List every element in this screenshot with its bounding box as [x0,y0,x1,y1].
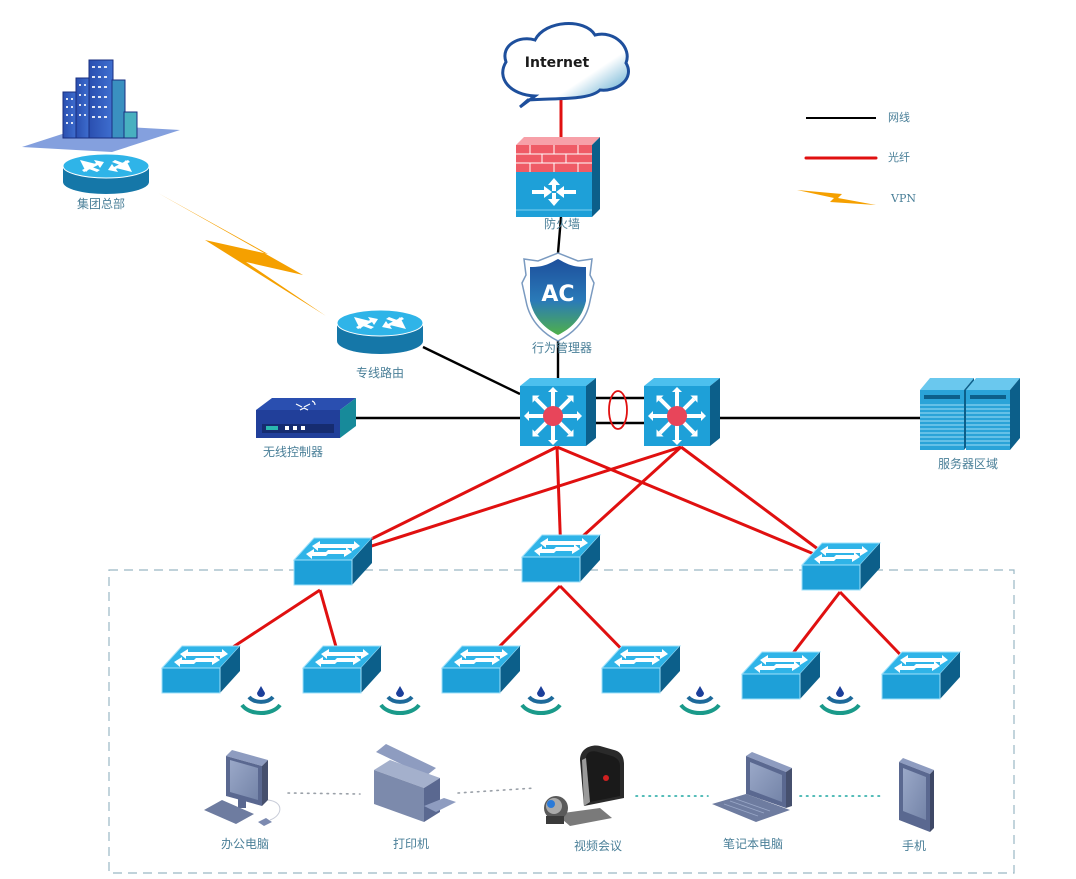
link-leased-router-core1 [422,345,521,396]
server-icon [920,378,1020,450]
desktop-computer-icon [204,750,281,826]
router-icon [336,309,424,354]
office-pc-label: 办公电脑 [221,836,269,851]
cloud-icon [501,22,630,109]
building-icon [22,59,180,152]
phone-label: 手机 [902,839,926,853]
layer3-switch-icon [520,378,596,446]
core-switch-core2[interactable] [644,378,720,446]
links-layer [158,98,921,797]
behavior-manager-node[interactable]: AC 行为管理器 [521,252,595,355]
access-area-boundary [108,569,1015,874]
vpn-link-lightning [158,193,326,316]
switch-icon [600,645,682,694]
access-point-layer [240,686,861,715]
wifi-access-point-icon [520,686,562,715]
switch-acc3[interactable] [440,645,522,694]
group-hq-node[interactable]: 集团总部 [22,59,180,211]
internet-cloud-node[interactable]: Internet [501,22,630,109]
link-core2-agg3 [680,445,839,566]
office-pc-node[interactable]: 办公电脑 [204,750,281,851]
printer-icon [374,744,456,822]
wifi-access-point-icon [819,686,861,715]
switch-acc6[interactable] [880,651,962,700]
printer-node[interactable]: 打印机 [374,744,456,851]
ac-badge: AC [541,282,574,307]
video-conference-node[interactable]: 视频会议 [544,745,624,853]
nodes-layer: Internet [22,22,1020,853]
legend-item-vpn: VPN [797,190,916,205]
leased-line-router-label: 专线路由 [356,365,404,380]
legend: 网线 光纤 VPN [797,110,916,205]
mobile-phone-icon [899,758,934,832]
firewall-node[interactable]: 防火墙 [516,137,600,231]
switch-acc5[interactable] [740,651,822,700]
server-area-node[interactable]: 服务器区域 [920,378,1020,471]
link-core1-agg3 [556,445,839,566]
switch-icon [520,534,602,583]
vpn-lightning-icon [797,190,876,205]
stack-bundle-marker [608,390,628,430]
legend-fiber-label: 光纤 [888,150,910,164]
video-conference-icon [544,745,624,826]
switch-icon [292,537,374,586]
leased-line-router-node[interactable]: 专线路由 [336,309,424,380]
legend-item-fiber: 光纤 [804,150,910,164]
switch-icon [740,651,822,700]
video-conference-label: 视频会议 [574,838,622,853]
wifi-access-point-icon [379,686,421,715]
laptop-node[interactable]: 笔记本电脑 [712,752,792,851]
internet-label: Internet [525,55,590,71]
legend-ethernet-label: 网线 [888,110,910,124]
hq-router-icon [62,153,150,194]
shield-icon [521,252,595,342]
wifi-access-point-icon [240,686,282,715]
switch-agg1[interactable] [292,537,374,586]
switch-layer [160,378,962,700]
wireless-controller-icon [256,398,356,438]
core-switch-core1[interactable] [520,378,596,446]
switch-acc2[interactable] [301,645,383,694]
switch-agg2[interactable] [520,534,602,583]
hq-label: 集团总部 [77,196,125,211]
link-printer-video-dotted [457,787,536,794]
switch-icon [800,542,882,591]
switch-icon [440,645,522,694]
wireless-controller-node[interactable]: 无线控制器 [256,398,356,459]
wireless-controller-label: 无线控制器 [263,445,323,459]
legend-vpn-label: VPN [890,192,916,205]
firewall-icon [516,137,600,217]
link-firewall-ac [556,216,563,254]
link-pc-printer-dotted [287,792,361,795]
behavior-manager-label: 行为管理器 [532,340,592,355]
switch-icon [880,651,962,700]
switch-acc4[interactable] [600,645,682,694]
wifi-access-point-icon [679,686,721,715]
switch-icon [160,645,242,694]
link-core2-agg1 [330,445,682,561]
laptop-label: 笔记本电脑 [723,836,783,851]
switch-agg3[interactable] [800,542,882,591]
printer-label: 打印机 [393,837,429,851]
switch-icon [301,645,383,694]
legend-item-ethernet: 网线 [806,110,910,124]
switch-acc1[interactable] [160,645,242,694]
laptop-icon [712,752,792,822]
phone-node[interactable]: 手机 [899,758,934,853]
layer3-switch-icon [644,378,720,446]
firewall-label: 防火墙 [544,216,580,231]
server-area-label: 服务器区域 [938,456,998,471]
